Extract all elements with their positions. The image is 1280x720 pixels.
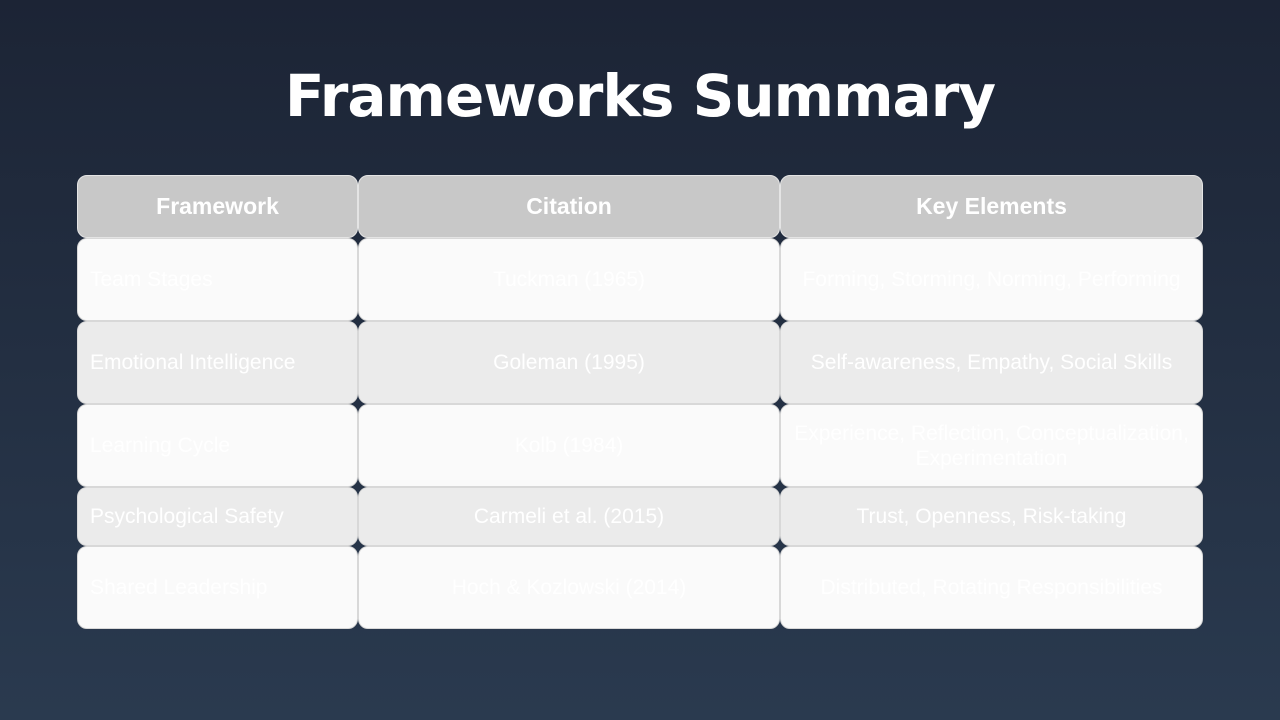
table-row: Psychological Safety Carmeli et al. (201… bbox=[77, 487, 1203, 546]
framework-cell: Psychological Safety bbox=[77, 487, 358, 546]
table-row: Learning Cycle Kolb (1984) Experience, R… bbox=[77, 404, 1203, 487]
table-row: Team Stages Tuckman (1965) Forming, Stor… bbox=[77, 238, 1203, 321]
framework-cell: Emotional Intelligence bbox=[77, 321, 358, 404]
citation-cell: Hoch & Kozlowski (2014) bbox=[358, 546, 780, 629]
table-header-row: Framework Citation Key Elements bbox=[77, 175, 1203, 238]
key-elements-cell: Distributed, Rotating Responsibilities bbox=[780, 546, 1203, 629]
framework-cell: Team Stages bbox=[77, 238, 358, 321]
key-elements-cell: Self-awareness, Empathy, Social Skills bbox=[780, 321, 1203, 404]
header-citation: Citation bbox=[358, 175, 780, 238]
table-row: Emotional Intelligence Goleman (1995) Se… bbox=[77, 321, 1203, 404]
table-row: Shared Leadership Hoch & Kozlowski (2014… bbox=[77, 546, 1203, 629]
header-framework: Framework bbox=[77, 175, 358, 238]
framework-cell: Learning Cycle bbox=[77, 404, 358, 487]
citation-cell: Tuckman (1965) bbox=[358, 238, 780, 321]
header-key-elements: Key Elements bbox=[780, 175, 1203, 238]
key-elements-cell: Forming, Storming, Norming, Performing bbox=[780, 238, 1203, 321]
citation-cell: Goleman (1995) bbox=[358, 321, 780, 404]
key-elements-cell: Trust, Openness, Risk-taking bbox=[780, 487, 1203, 546]
citation-cell: Kolb (1984) bbox=[358, 404, 780, 487]
key-elements-cell: Experience, Reflection, Conceptualizatio… bbox=[780, 404, 1203, 487]
citation-cell: Carmeli et al. (2015) bbox=[358, 487, 780, 546]
frameworks-table: Framework Citation Key Elements Team Sta… bbox=[77, 175, 1203, 629]
framework-cell: Shared Leadership bbox=[77, 546, 358, 629]
slide-title: Frameworks Summary bbox=[284, 62, 996, 130]
